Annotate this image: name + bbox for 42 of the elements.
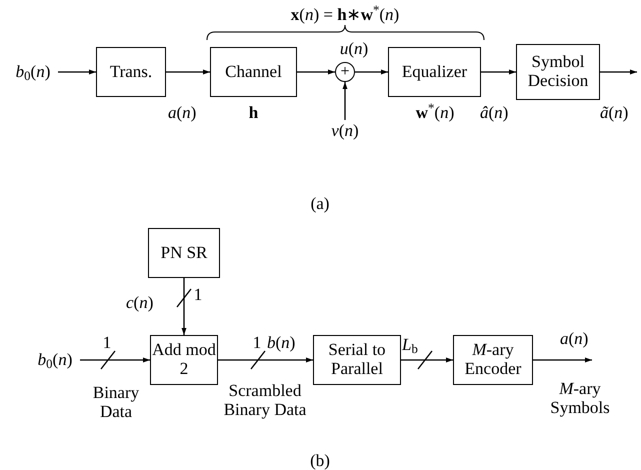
arrow <box>58 70 96 74</box>
signal-label: b$_{0}$(n) <box>8 61 58 83</box>
annotation-text: x(n) = h∗w$^{*}$(n) <box>290 5 400 24</box>
annotation-text: Binary Data <box>92 383 140 421</box>
arrow <box>600 70 637 74</box>
edge-label: c(n) <box>126 293 154 312</box>
block-parameter: h <box>248 103 258 122</box>
process-box: Symbol Decision <box>516 44 600 100</box>
block-parameter: w$^{*}$(n) <box>416 103 454 122</box>
annotation-text: (a) <box>310 194 330 213</box>
process-box: Trans. <box>96 47 166 97</box>
edge-label: b(n) <box>267 333 296 352</box>
annotation-text: M-ary Symbols <box>550 379 610 417</box>
process-box: Serial to Parallel <box>313 335 401 385</box>
arrow <box>481 70 516 74</box>
summing-junction: + <box>335 62 355 82</box>
signal-label: b$_{0}$(n) <box>30 349 80 371</box>
arrow <box>401 358 453 362</box>
edge-label: â(n) <box>480 103 508 122</box>
process-box: PN SR <box>148 228 220 278</box>
annotation-text: Scrambled Binary Data <box>224 381 306 419</box>
arrow <box>297 70 335 74</box>
arrow <box>342 82 348 120</box>
edge-label: a(n) <box>560 329 588 348</box>
process-box: Channel <box>210 47 297 97</box>
annotation-text: 1 <box>102 333 112 352</box>
arrow <box>182 278 186 335</box>
edge-label: a(n) <box>168 103 196 122</box>
signal-label: v(n) <box>328 120 362 142</box>
annotation-text: (b) <box>310 451 330 470</box>
arrow <box>218 358 313 362</box>
annotation-text: 1 <box>194 285 202 304</box>
edge-label: ã(n) <box>600 103 628 122</box>
process-box: Equalizer <box>388 47 481 97</box>
process-box: M-ary Encoder <box>453 335 533 385</box>
annotation-text: u(n) <box>340 39 368 58</box>
arrow <box>533 358 592 362</box>
annotation-text: 1 <box>252 333 262 352</box>
process-box: Add mod 2 <box>150 335 218 385</box>
arrow <box>80 358 150 362</box>
arrow <box>166 70 210 74</box>
arrow <box>355 70 388 74</box>
